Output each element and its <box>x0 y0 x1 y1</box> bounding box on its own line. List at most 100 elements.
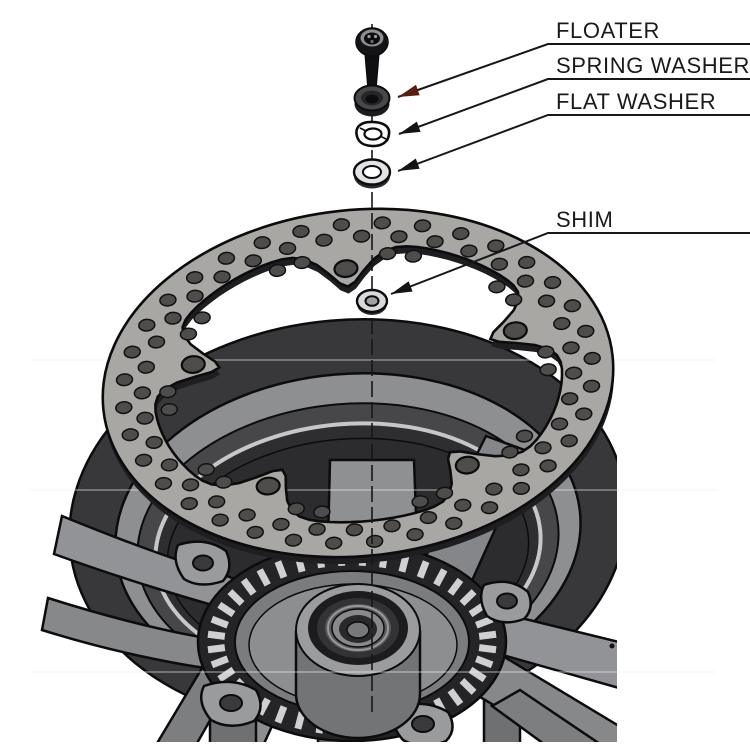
tone-ring-slot <box>207 630 226 640</box>
floater-bore <box>365 94 379 104</box>
tone-ring-slot <box>210 615 229 629</box>
drilled-hole <box>575 407 593 421</box>
drilled-hole <box>308 522 326 536</box>
drilled-hole <box>293 255 311 270</box>
drilled-hole <box>378 247 397 261</box>
drilled-hole <box>213 270 231 284</box>
drilled-hole <box>512 463 530 477</box>
drilled-hole <box>426 235 444 249</box>
drilled-hole <box>238 508 256 522</box>
drilled-hole <box>207 495 226 509</box>
drilled-hole <box>186 289 204 303</box>
drilled-hole <box>480 501 499 515</box>
drilled-hole <box>435 486 454 500</box>
leader-line-spring-washer <box>398 78 750 135</box>
fastener-stack <box>352 27 392 315</box>
drilled-hole <box>115 373 134 387</box>
tone-ring-slot <box>217 666 236 683</box>
drilled-hole <box>512 481 531 495</box>
drilled-hole <box>136 411 154 425</box>
floater-part <box>353 84 391 117</box>
drilled-hole <box>560 392 579 406</box>
bearing-race-highlight <box>327 605 389 651</box>
drilled-hole <box>582 379 601 393</box>
drilled-hole <box>352 229 371 243</box>
drilled-hole <box>390 230 408 244</box>
drilled-hole <box>181 478 200 492</box>
drilled-hole <box>539 459 557 473</box>
drilled-hole <box>537 345 555 359</box>
drilled-hole <box>121 428 139 442</box>
drilled-hole <box>562 341 580 355</box>
drilled-hole <box>550 417 569 431</box>
hub-lug-bottom-left-hole <box>219 694 243 712</box>
drilled-hole <box>553 316 571 331</box>
drilled-hole <box>365 534 384 548</box>
drilled-hole <box>160 458 179 472</box>
drilled-hole <box>159 293 177 307</box>
tone-ring-slot <box>210 655 229 669</box>
drilled-hole <box>345 523 364 537</box>
bobbin-tab-hole <box>502 321 528 341</box>
flat-washer-part <box>352 158 392 189</box>
tone-ring-slot <box>478 644 497 654</box>
callout-leader-lines <box>390 43 750 295</box>
drilled-hole <box>246 525 264 539</box>
drilled-hole <box>268 263 287 278</box>
drilled-hole <box>517 255 536 269</box>
drilled-hole <box>164 311 182 325</box>
drilled-hole <box>452 227 470 241</box>
drilled-hole <box>515 429 534 443</box>
shim-part <box>355 288 389 315</box>
drilled-hole <box>137 360 156 374</box>
axle-spacer <box>346 621 370 639</box>
label-floater: FLOATER <box>556 18 660 43</box>
tone-ring-slot <box>475 655 494 669</box>
drilled-hole <box>197 462 215 477</box>
torx-dot-3 <box>370 39 374 44</box>
drilled-hole <box>324 536 343 550</box>
drilled-hole <box>272 517 290 531</box>
drilled-hole <box>411 495 429 509</box>
brake-disc <box>101 207 615 565</box>
drilled-hole <box>404 249 423 263</box>
tone-ring-slot <box>240 577 257 596</box>
drilled-hole <box>490 257 509 271</box>
tone-ring-slot <box>447 688 464 707</box>
leader-arrowhead-spring-washer <box>399 121 421 134</box>
tone-ring-slot <box>207 644 226 654</box>
drilled-hole <box>211 513 229 527</box>
leader-arrowhead-shim <box>391 281 413 294</box>
tone-ring-slot <box>398 554 410 573</box>
drilled-hole <box>487 239 505 253</box>
drilled-hole <box>488 280 506 294</box>
drilled-hole <box>123 345 141 359</box>
drilled-hole <box>133 386 152 400</box>
leader-line-floater <box>397 43 750 98</box>
drilled-hole <box>373 216 392 230</box>
drilled-hole <box>485 482 503 496</box>
drilled-hole <box>460 244 478 258</box>
drilled-hole <box>560 434 578 448</box>
drilled-hole <box>315 233 333 247</box>
drilled-hole <box>501 445 519 459</box>
drilled-hole <box>179 327 198 341</box>
drilled-hole <box>145 435 163 450</box>
torx-dot-1 <box>367 34 371 39</box>
leader-arrowhead-floater <box>398 84 420 97</box>
leader-line-flat-washer <box>397 114 750 172</box>
callout-labels: FLOATER SPRING WASHER FLAT WASHER SHIM <box>556 18 749 232</box>
leader-line-shim <box>390 232 750 295</box>
drilled-hole <box>284 533 303 547</box>
tone-ring-slot <box>478 630 497 640</box>
drilled-hole <box>215 475 233 489</box>
drilled-hole <box>160 402 178 417</box>
tone-ring-slot <box>459 589 477 607</box>
tone-ring-slot <box>459 677 477 695</box>
drilled-hole <box>185 271 204 285</box>
bobbin-tab-hole <box>454 455 480 475</box>
disc-tab-holes <box>180 259 528 496</box>
drilled-hole <box>138 318 156 332</box>
